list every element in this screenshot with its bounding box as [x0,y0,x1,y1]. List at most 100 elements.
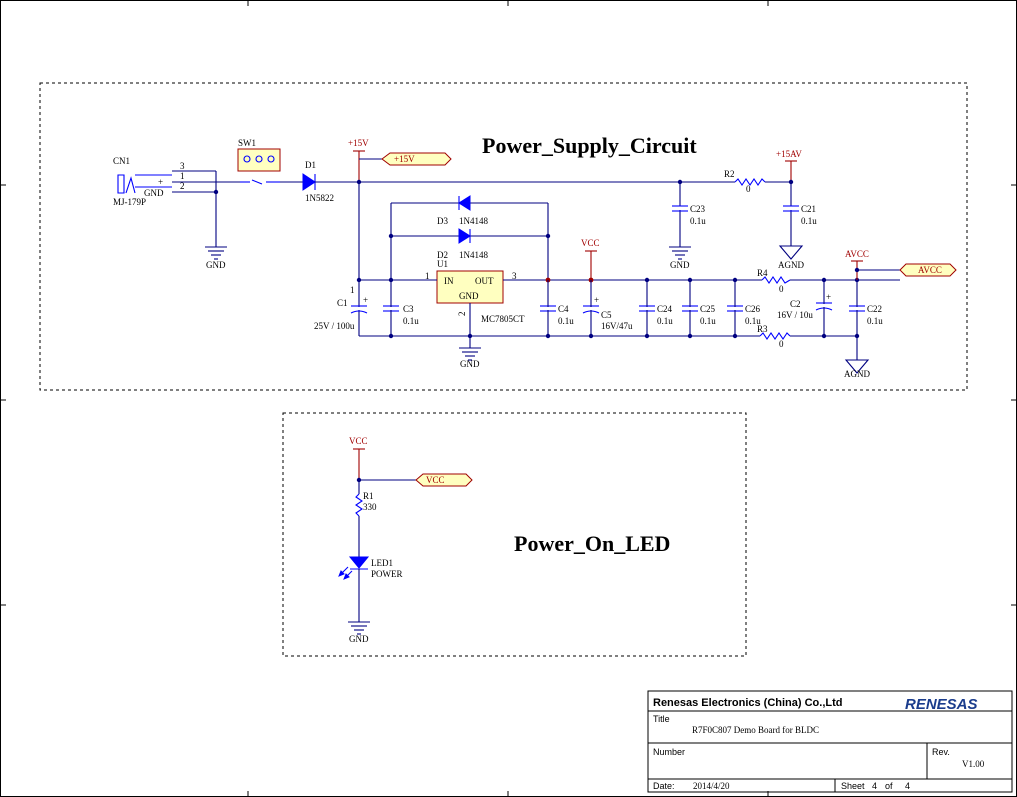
port-avcc: AVCC [899,263,957,277]
vcc-power-net: VCC [581,238,600,280]
title-label: Title [653,714,670,724]
r4-ref: R4 [757,268,768,278]
c5-ref: C5 [601,310,612,320]
c24-ref: C24 [657,304,673,314]
gnd-symbol-led: GND [348,621,370,644]
c21-val: 0.1u [801,216,817,226]
c2-val: 16V / 10u [777,310,813,320]
number-label: Number [653,747,685,757]
cn1-connector: CN1 MJ-179P GND + 3 1 2 [113,156,240,247]
u1-out: OUT [475,276,494,286]
gnd-label-u1: GND [460,359,480,369]
d3-part: 1N4148 [459,216,488,226]
d3-diode: D3 1N4148 [391,195,548,226]
r3-resistor: R3 0 [757,324,791,349]
date-label: Date: [653,781,675,791]
r3-val: 0 [779,339,784,349]
gnd-symbol-cn1: GND [205,246,227,270]
u1-pin3: 3 [512,271,517,281]
c5-val: 16V/47u [601,321,633,331]
d1-diode: D1 1N5822 [302,160,790,203]
sw1-ref: SW1 [238,138,256,148]
d1-part: 1N5822 [305,193,334,203]
avcc-power-net: AVCC [845,249,900,280]
d2-diode: D2 1N4148 [388,203,551,280]
power-supply-frame [39,82,968,391]
svg-text:GND: GND [670,260,690,270]
u1-pin2: 2 [457,312,467,317]
rev-label: Rev. [932,747,950,757]
c3-ref: C3 [403,304,414,314]
port-vcc: VCC [415,473,473,487]
of-label: of [885,781,893,791]
c2-ref: C2 [790,299,801,309]
r2-resistor: R2 0 [724,169,766,194]
sw1-switch: SW1 [237,138,303,185]
port-vcc-label: VCC [426,475,445,485]
u1-ref: U1 [437,259,448,269]
cn1-part: MJ-179P [113,197,146,207]
r4-resistor: R4 0 [757,268,791,294]
led1-val: POWER [371,569,403,579]
agnd-label-2: AGND [844,369,870,379]
c23-val: 0.1u [690,216,706,226]
r1-ref: R1 [363,491,374,501]
d1-ref: D1 [305,160,316,170]
port-15v: +15V [381,152,452,166]
r3-ref: R3 [757,324,768,334]
d3-ref: D3 [437,216,448,226]
port-15v-label: +15V [394,154,415,164]
c1-capacitor: + 1 C1 25V / 100u [314,285,368,331]
vcc-label: VCC [581,238,600,248]
r1-val: 330 [363,502,377,512]
agnd-label-1: AGND [778,260,804,270]
p15v-power-net: +15V [348,138,382,336]
c26-ref: C26 [745,304,761,314]
power-led-frame [282,412,747,657]
r1-resistor: R1 330 [355,491,377,557]
r2-ref: R2 [724,169,735,179]
sheet-total: 4 [905,781,910,791]
c1-ref: C1 [337,298,348,308]
c4-val: 0.1u [558,316,574,326]
r4-val: 0 [779,284,784,294]
cn1-pin3: 3 [180,161,185,171]
p15v-label: +15V [348,138,369,148]
led1-ref: LED1 [371,558,393,568]
sheet-number: 4 [872,781,877,791]
u1-regulator: U1 IN OUT GND 1 3 2 MC7805CT [359,259,900,348]
c26-val: 0.1u [745,316,761,326]
led1-indicator: LED1 POWER [338,556,403,622]
c21-ref: C21 [801,204,816,214]
title-block: Renesas Electronics (China) Co.,Ltd RENE… [647,690,1013,793]
company-name: Renesas Electronics (China) Co.,Ltd [653,697,842,709]
cn1-plus-label: + [158,177,163,187]
u1-pin1: 1 [425,271,430,281]
led-vcc-net: VCC [349,436,416,494]
u1-gnd: GND [459,291,479,301]
renesas-logo: RENESAS [905,696,978,713]
svg-text:+: + [363,295,368,305]
sheet-label: Sheet [841,781,865,791]
u1-in: IN [444,276,454,286]
u1-part: MC7805CT [481,314,525,324]
d2-ref: D2 [437,250,448,260]
rev-value: V1.00 [962,759,985,769]
cn1-ref: CN1 [113,156,130,166]
c22-val: 0.1u [867,316,883,326]
power-supply-title: Power_Supply_Circuit [482,133,697,158]
p15av-power-net: +15AV C21 0.1u AGND [776,149,817,270]
date-value: 2014/4/20 [693,781,730,791]
c1-val: 25V / 100u [314,321,355,331]
gnd-symbol-u1: GND [459,347,481,369]
cn1-gnd-label: GND [144,188,164,198]
r2-val: 0 [746,184,751,194]
gnd-label: GND [206,260,226,270]
title-value: R7F0C807 Demo Board for BLDC [692,725,819,735]
cn1-pin1: 1 [180,171,185,181]
power-led-title: Power_On_LED [514,531,670,556]
c4-ref: C4 [558,304,569,314]
svg-text:+: + [594,295,599,305]
led-vcc-label: VCC [349,436,368,446]
